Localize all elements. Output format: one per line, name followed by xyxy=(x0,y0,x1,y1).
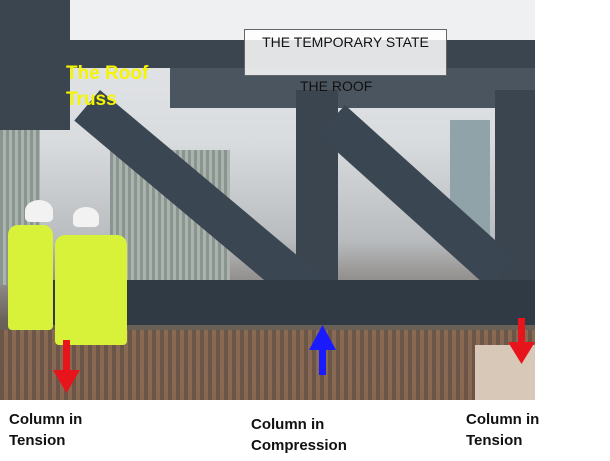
worker xyxy=(8,225,53,330)
truss-label-line2: Truss xyxy=(66,89,117,110)
truss-column xyxy=(0,0,70,130)
arrow-down-icon xyxy=(53,340,80,393)
arrow-down-icon xyxy=(508,318,535,364)
caption-line: Column in xyxy=(9,411,83,428)
force-arrows xyxy=(53,318,535,393)
worker xyxy=(55,235,127,345)
caption-line: Column in xyxy=(251,416,325,433)
roof-truss-photo: THE TEMPORARY STATE THE ROOF The Roof Tr… xyxy=(0,0,535,400)
helmet xyxy=(25,200,53,222)
arrow-up-icon xyxy=(309,325,336,375)
title-box: THE TEMPORARY STATE xyxy=(244,29,447,76)
caption-line: Tension xyxy=(9,432,66,449)
truss-label-line1: The Roof xyxy=(66,63,149,84)
helmet xyxy=(73,207,99,227)
caption-left: Column in Tension xyxy=(9,409,82,451)
caption-line: Column in xyxy=(466,411,540,428)
caption-line: Compression xyxy=(251,437,347,454)
subtitle: THE ROOF xyxy=(300,78,373,94)
caption-right: Column in Tension xyxy=(466,409,539,451)
caption-center: Column in Compression xyxy=(251,414,347,456)
caption-line: Tension xyxy=(466,432,523,449)
truss-label: The Roof Truss xyxy=(66,61,148,113)
